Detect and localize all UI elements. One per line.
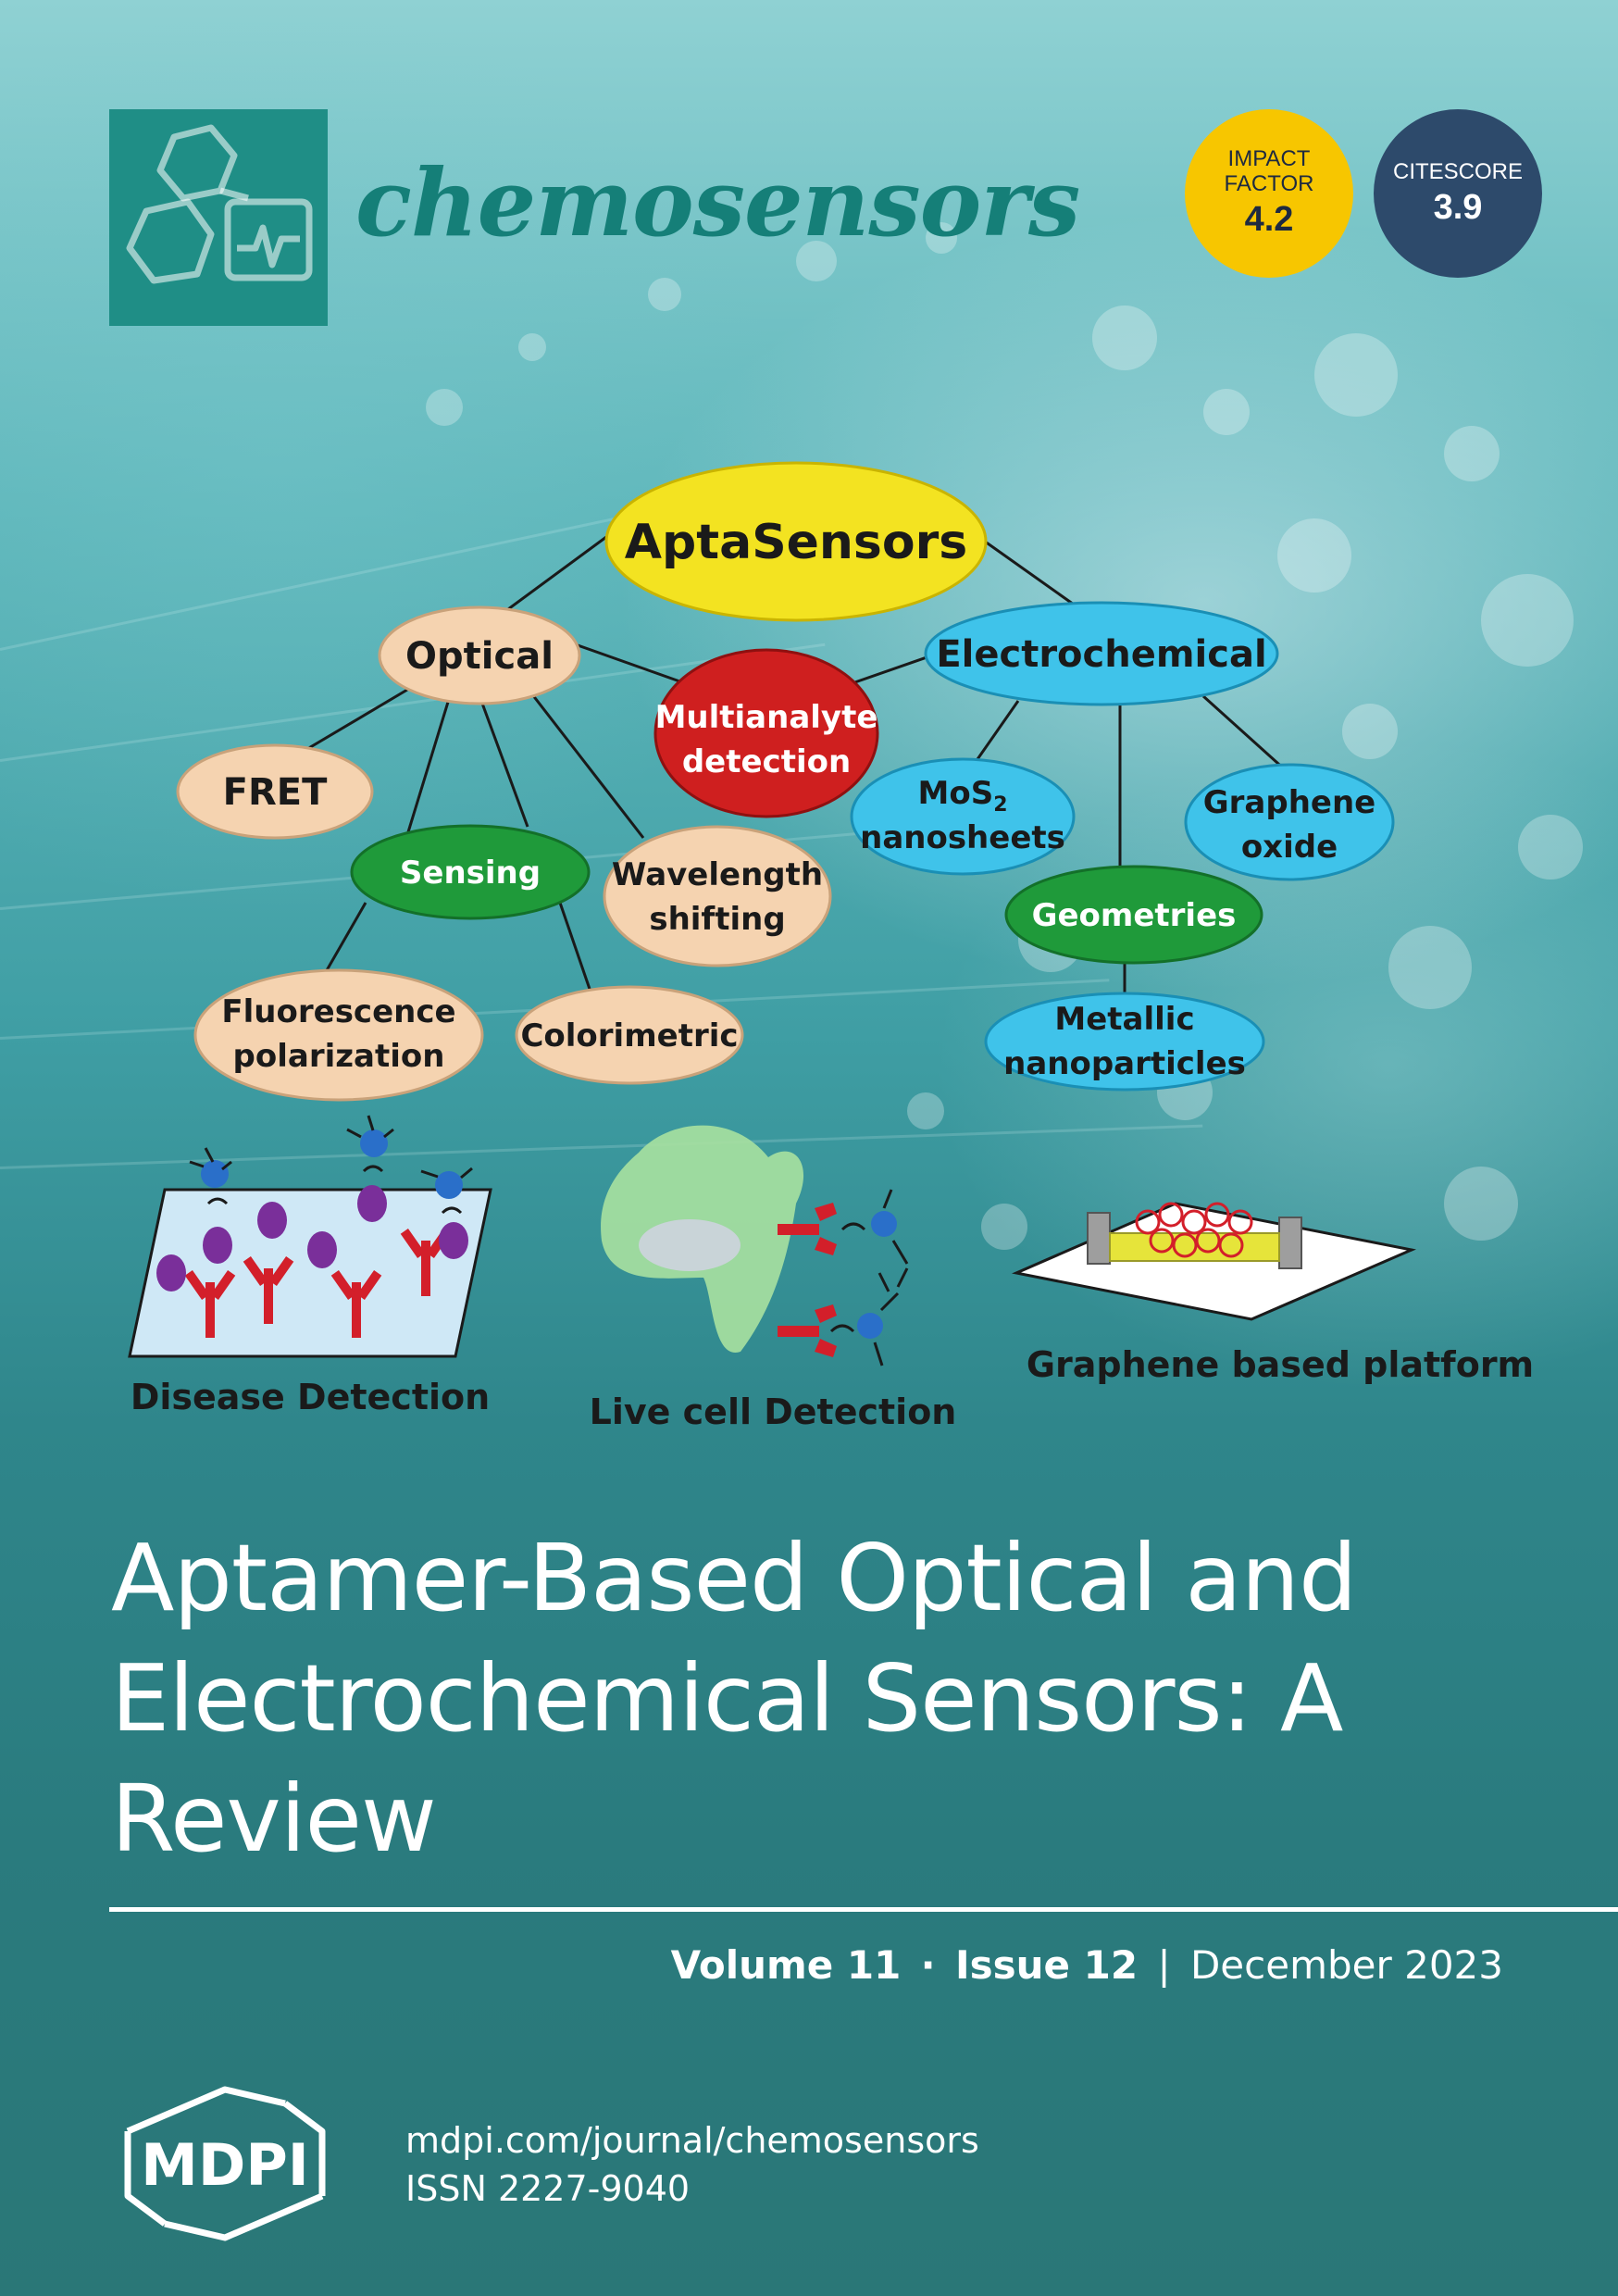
article-title: Aptamer-Based Optical and Electrochemica… (111, 1524, 1357, 1873)
citescore-label: CITESCORE (1392, 159, 1523, 184)
node-wavelength-label-2: shifting (649, 901, 785, 938)
node-sensing: Sensing (350, 824, 591, 920)
mdpi-logo-text: MDPI (141, 2131, 309, 2199)
node-mos2-subscript: 2 (993, 793, 1007, 817)
node-fluorescence: Fluorescence polarization (193, 968, 484, 1102)
node-geometries-label: Geometries (1032, 897, 1237, 934)
journal-title: chemosensors (355, 148, 1080, 257)
volume-number: Volume 11 (670, 1942, 902, 1988)
citescore-value: 3.9 (1433, 188, 1483, 227)
node-fret: FRET (176, 743, 374, 840)
node-optical-label: Optical (405, 635, 554, 678)
graphene-platform-illustration: Graphene based platform (1011, 1202, 1534, 1385)
node-aptasensors: AptaSensors (604, 461, 988, 622)
journal-logo[interactable] (109, 109, 328, 326)
disease-detection-illustration: Disease Detection (128, 1115, 492, 1417)
node-multianalyte-label-2: detection (682, 743, 851, 780)
disease-detection-label: Disease Detection (131, 1377, 490, 1417)
impact-factor-label-1: IMPACT (1227, 146, 1311, 171)
node-wavelength: Wavelength shifting (603, 825, 832, 967)
node-metallic-label-1: Metallic (1054, 1001, 1194, 1038)
node-wavelength-label-1: Wavelength (612, 856, 823, 893)
node-fluorescence-label-1: Fluorescence (221, 993, 455, 1030)
node-optical: Optical (378, 605, 581, 705)
node-aptasensors-label: AptaSensors (625, 515, 967, 570)
issue-dot: · (920, 1942, 936, 1988)
node-graphene-oxide-label-2: oxide (1241, 829, 1338, 866)
mdpi-hexagon-icon (124, 2086, 326, 2241)
graphene-platform-label: Graphene based platform (1027, 1344, 1534, 1385)
issue-date: December 2023 (1189, 1942, 1503, 1988)
aptasensor-mind-map: AptaSensors Optical Electrochemical Mult… (128, 461, 1534, 1432)
issue-divider: | (1157, 1942, 1171, 1988)
chemosensors-logo-icon (126, 124, 313, 284)
mdpi-logo[interactable]: MDPI (109, 2085, 341, 2242)
node-geometries: Geometries (1004, 865, 1263, 965)
svg-text:MoS2: MoS2 (918, 775, 1008, 817)
node-mos2-label-1: MoS (918, 775, 994, 812)
title-divider (109, 1907, 1618, 1912)
journal-url[interactable]: mdpi.com/journal/chemosensors (405, 2120, 979, 2161)
impact-factor-value: 4.2 (1244, 200, 1294, 239)
node-electrochemical: Electrochemical (924, 601, 1279, 706)
node-colorimetric: Colorimetric (515, 985, 744, 1085)
node-graphene-oxide-label-1: Graphene (1203, 784, 1376, 821)
node-metallic-label-2: nanoparticles (1003, 1045, 1246, 1082)
node-fluorescence-label-2: polarization (233, 1038, 445, 1075)
journal-issn: ISSN 2227-9040 (405, 2168, 691, 2209)
live-cell-detection-label: Live cell Detection (590, 1391, 957, 1432)
node-multianalyte: Multianalyte detection (653, 648, 879, 818)
live-cell-detection-illustration: Live cell Detection (590, 1125, 957, 1432)
node-fret-label: FRET (223, 771, 328, 814)
citescore-badge[interactable]: CITESCORE 3.9 (1374, 109, 1542, 278)
issue-info: Volume 11 · Issue 12 | December 2023 (671, 1942, 1503, 1988)
issue-number: Issue 12 (955, 1942, 1139, 1988)
node-mos2-label-2: nanosheets (860, 819, 1065, 856)
node-mos2: MoS2 nanosheets (850, 757, 1076, 876)
node-electrochemical-label: Electrochemical (936, 633, 1266, 676)
impact-factor-label-2: FACTOR (1224, 171, 1314, 196)
node-metallic: Metallic nanoparticles (984, 992, 1265, 1092)
node-sensing-label: Sensing (400, 855, 541, 892)
impact-factor-badge[interactable]: IMPACT FACTOR 4.2 (1185, 109, 1353, 278)
node-graphene-oxide: Graphene oxide (1184, 763, 1395, 881)
node-multianalyte-label-1: Multianalyte (655, 699, 878, 736)
node-colorimetric-label: Colorimetric (520, 1017, 738, 1054)
